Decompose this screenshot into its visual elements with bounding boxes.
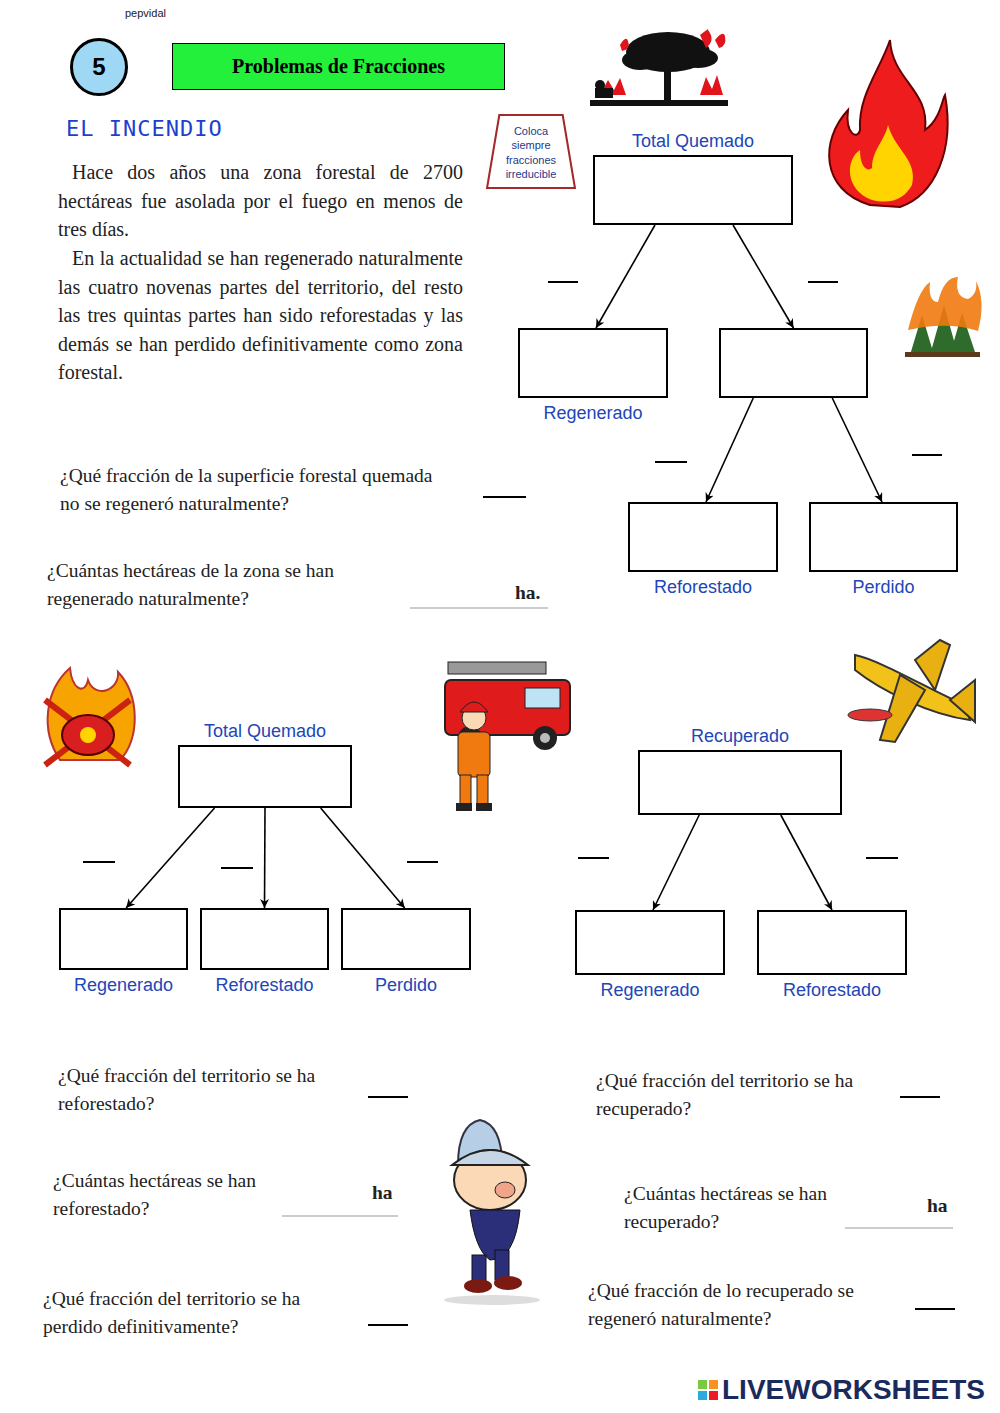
arrow-connector <box>706 398 753 502</box>
answer-box: Reforestado <box>628 502 778 572</box>
arrow-connector <box>321 808 405 908</box>
question: ¿Cuántas hectáreas se han recuperado? <box>624 1180 834 1236</box>
question: ¿Cuántas hectáreas de la zona se han reg… <box>47 557 387 613</box>
number-circle: 5 <box>70 38 128 96</box>
answer-box: Regenerado <box>59 908 188 970</box>
arrow-connector <box>781 815 832 910</box>
unit: ha <box>927 1193 957 1218</box>
arrow-connector <box>832 398 882 502</box>
heading-box: Problemas de Fracciones <box>172 43 505 90</box>
answer-box: Reforestado <box>200 908 329 970</box>
answer-box: Total Quemado <box>593 155 793 225</box>
answer-box: Recuperado <box>638 750 842 815</box>
answer-lines <box>282 608 953 1228</box>
unit: ha. <box>515 580 555 605</box>
question: ¿Cuántas hectáreas se han reforestado? <box>53 1167 263 1223</box>
arrow-connector <box>596 225 655 328</box>
arrow-connector <box>126 808 214 908</box>
question: ¿Qué fracción del territorio se ha perdi… <box>43 1285 363 1341</box>
question: ¿Qué fracción de lo recuperado se regene… <box>588 1277 913 1333</box>
burning-tree <box>590 29 728 106</box>
fraction-blanks <box>83 282 955 1325</box>
box-heading: Regenerado <box>543 403 642 424</box>
box-heading: Total Quemado <box>632 131 754 152</box>
arrow-connector <box>653 815 699 910</box>
bell-firefighter <box>444 1120 540 1305</box>
answer-box: Reforestado <box>757 910 907 975</box>
story-text: Hace dos años una zona forestal de 2700 … <box>58 158 463 244</box>
author-note: pepvidal <box>125 6 215 20</box>
unit: ha <box>372 1180 402 1205</box>
question: ¿Qué fracción del territorio se ha refor… <box>58 1062 348 1118</box>
arrow-connector <box>733 225 794 328</box>
answer-box: Total Quemado <box>178 745 352 808</box>
box-heading: Reforestado <box>783 980 881 1001</box>
worksheet-title: EL INCENDIO <box>66 116 223 141</box>
question: ¿Qué fracción del territorio se ha recup… <box>596 1067 886 1123</box>
box-text: Problemas de Fracciones <box>232 55 445 78</box>
box-heading: Regenerado <box>600 980 699 1001</box>
water-plane <box>848 640 975 742</box>
answer-box: Perdido <box>341 908 471 970</box>
box-heading: Total Quemado <box>204 721 326 742</box>
box-text: 5 <box>92 53 105 81</box>
note-tag: Coloca siempre fracciones irreducible <box>485 113 577 190</box>
fire-emblem <box>45 668 135 765</box>
watermark: LIVEWORKSHEETS <box>722 1372 994 1408</box>
box-heading: Reforestado <box>654 577 752 598</box>
box-heading: Perdido <box>375 975 437 996</box>
box-heading: Recuperado <box>691 726 789 747</box>
answer-box: Perdido <box>809 502 958 572</box>
answer-box: Regenerado <box>575 910 725 975</box>
firefighter <box>456 702 492 811</box>
box-heading: Regenerado <box>74 975 173 996</box>
flame <box>829 40 947 207</box>
answer-box <box>719 328 868 398</box>
answer-box: Regenerado <box>518 328 668 398</box>
box-heading: Perdido <box>852 577 914 598</box>
burning-forest <box>905 277 982 357</box>
question: ¿Qué fracción de la superficie forestal … <box>60 462 455 518</box>
watermark-logo <box>698 1380 718 1400</box>
story-text: En la actualidad se han regenerado natur… <box>58 244 463 387</box>
box-heading: Reforestado <box>215 975 313 996</box>
arrow-connector <box>264 808 266 908</box>
box-text: Coloca siempre fracciones irreducible <box>499 124 563 181</box>
